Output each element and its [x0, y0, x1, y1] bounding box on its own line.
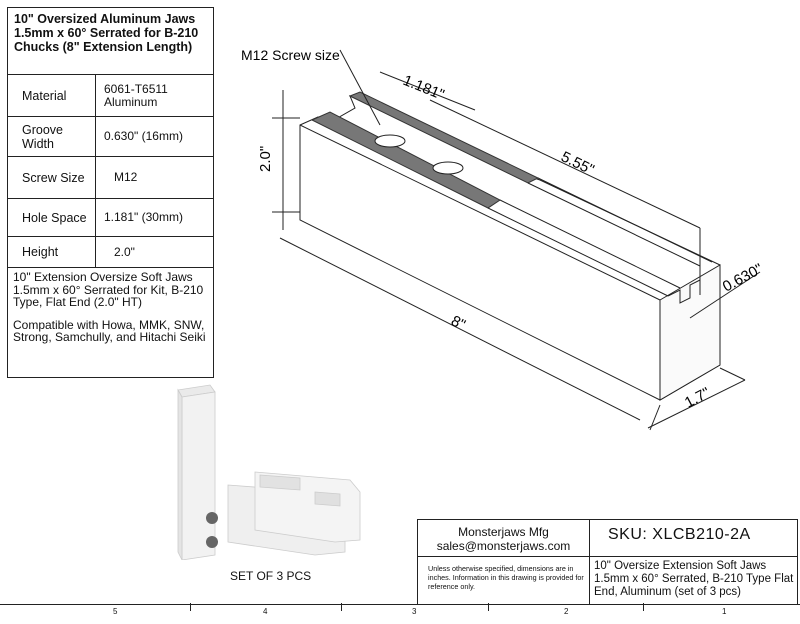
dim-hole-space: 1.181": [401, 72, 447, 104]
zone-tick: [341, 603, 342, 611]
product-render: [177, 384, 361, 560]
dim-width: 1.7": [682, 384, 713, 411]
spec-row-material: Material 6061-T6511 Aluminum: [8, 75, 213, 117]
zone-2: 2: [564, 607, 569, 616]
spec-table: 10" Oversized Aluminum Jaws 1.5mm x 60° …: [7, 7, 214, 378]
zone-tick: [643, 603, 644, 611]
company-name: Monsterjaws Mfg: [458, 525, 549, 539]
dim-screw-label: M12 Screw size: [241, 47, 340, 63]
spec-description-text: 10" Extension Oversize Soft Jaws 1.5mm x…: [13, 270, 204, 309]
spec-row-screw-size: Screw Size M12: [8, 157, 213, 199]
spec-compatibility-text: Compatible with Howa, MMK, SNW, Strong, …: [13, 317, 206, 344]
spec-label: Hole Space: [8, 199, 96, 236]
dim-height: 2.0": [257, 146, 274, 172]
spec-value: 0.630" (16mm): [104, 129, 183, 143]
spec-value: 2.0": [114, 244, 135, 259]
spec-row-groove-width: Groove Width 0.630" (16mm): [8, 117, 213, 157]
spec-label: Material: [8, 75, 96, 116]
spec-label: Height: [8, 237, 96, 267]
title-block-divider: [418, 556, 797, 557]
company-email: sales@monsterjaws.com: [436, 539, 571, 553]
render-hole-2: [206, 536, 218, 548]
zone-tick: [488, 603, 489, 611]
spec-row-hole-space: Hole Space 1.181" (30mm): [8, 199, 213, 237]
spec-label: Screw Size: [8, 157, 96, 198]
disclaimer-text: Unless otherwise specified, dimensions a…: [428, 564, 584, 591]
title-block-divider: [589, 520, 590, 604]
spec-label: Groove Width: [8, 117, 96, 156]
title-block-description: 10" Oversize Extension Soft Jaws 1.5mm x…: [594, 560, 794, 598]
spec-row-height: Height 2.0": [8, 237, 213, 268]
company-info: Monsterjaws Mfg sales@monsterjaws.com: [418, 525, 589, 553]
spec-value: 1.181" (30mm): [104, 210, 183, 224]
dim-length: 8": [448, 312, 468, 333]
set-label: SET OF 3 PCS: [230, 569, 312, 583]
screw-hole-2: [432, 161, 464, 175]
zone-border: [0, 604, 800, 605]
sku-label: SKU: XLCB210-2A: [608, 526, 751, 543]
title-block: Monsterjaws Mfg sales@monsterjaws.com SK…: [417, 519, 798, 605]
zone-tick: [190, 603, 191, 611]
spec-value: M12: [114, 170, 138, 184]
dim-groove: 0.630": [720, 260, 766, 295]
zone-5: 5: [113, 607, 118, 616]
zone-1: 1: [722, 607, 727, 616]
spec-value: 6061-T6511 Aluminum: [104, 81, 168, 109]
spec-description: 10" Extension Oversize Soft Jaws 1.5mm x…: [8, 268, 213, 354]
spec-title: 10" Oversized Aluminum Jaws 1.5mm x 60° …: [8, 8, 213, 75]
dim-length-top: 5.55": [558, 148, 596, 178]
render-hole-1: [206, 512, 218, 524]
screw-hole-1: [374, 134, 406, 148]
zone-4: 4: [263, 607, 268, 616]
zone-3: 3: [412, 607, 417, 616]
